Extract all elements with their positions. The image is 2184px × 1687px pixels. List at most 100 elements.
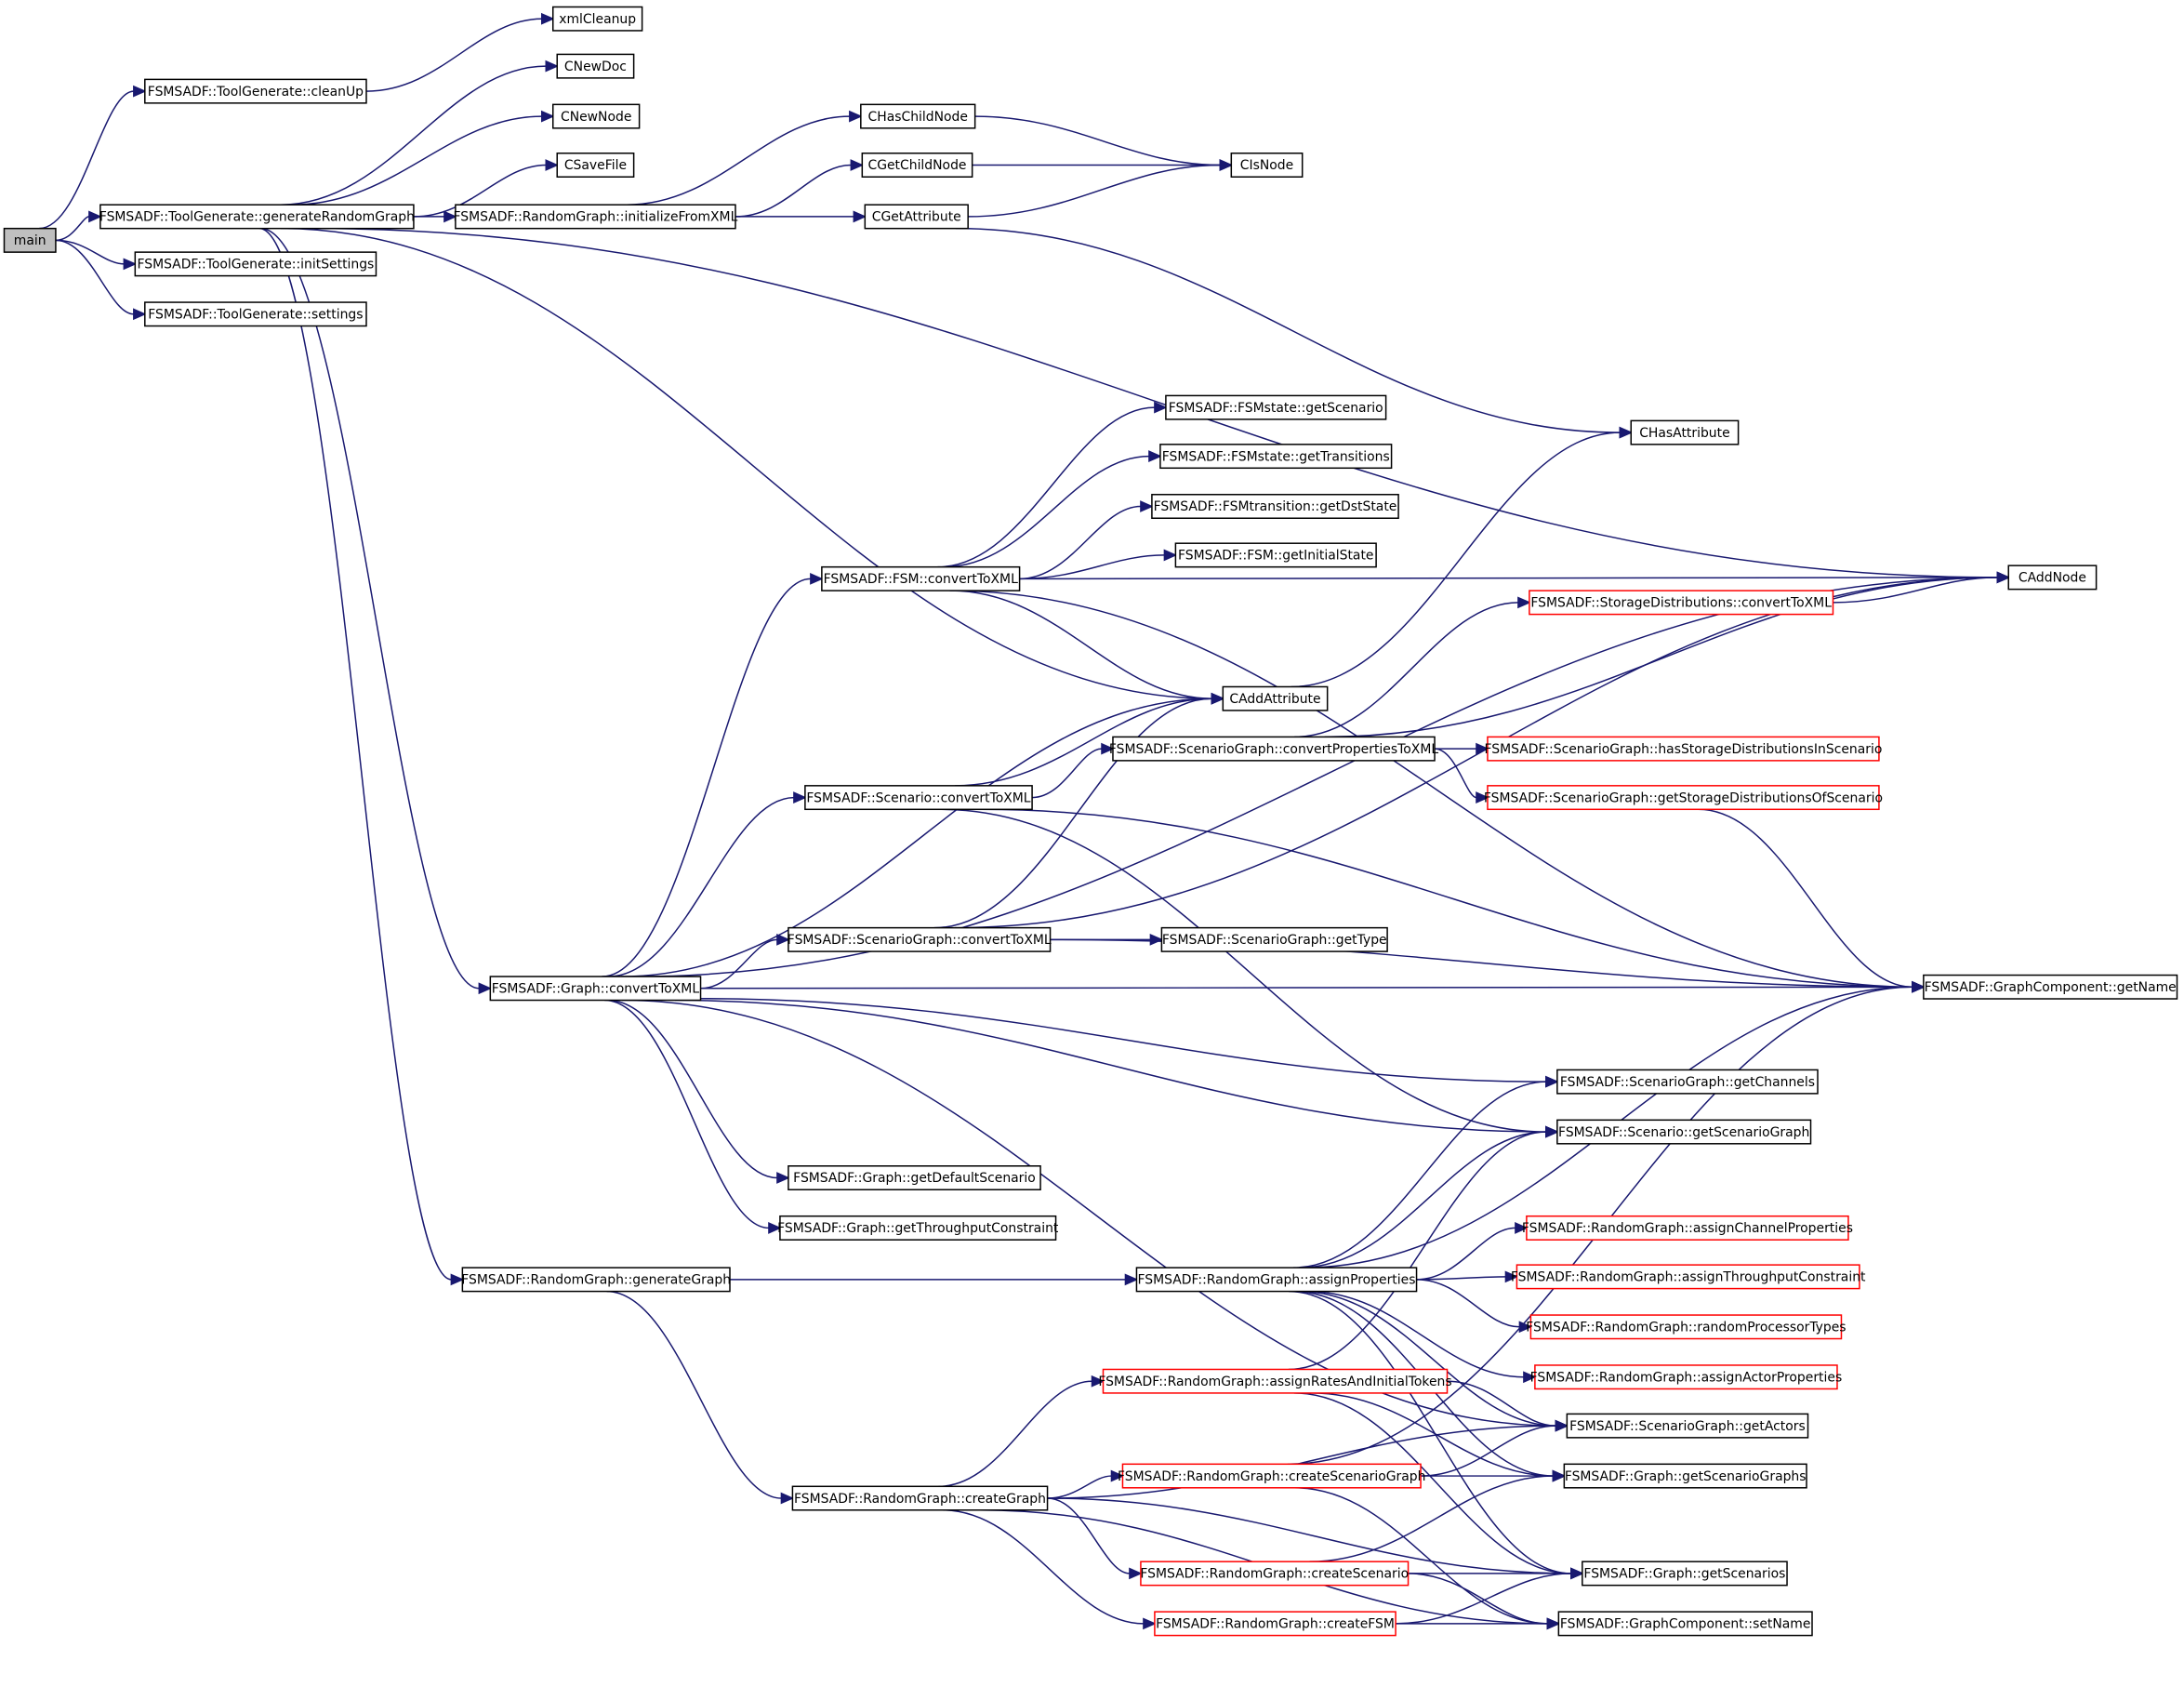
node-box[interactable] <box>804 785 1033 811</box>
node-box[interactable] <box>861 153 973 178</box>
node-create-fsm[interactable]: FSMSADF::RandomGraph::createFSM <box>1154 1611 1396 1637</box>
node-get-name[interactable]: FSMSADF::GraphComponent::getName <box>1923 974 2178 1000</box>
node-box[interactable] <box>1487 785 1880 811</box>
node-set-name[interactable]: FSMSADF::GraphComponent::setName <box>1557 1611 1813 1637</box>
node-box[interactable] <box>1526 1215 1849 1241</box>
node-fsmconvert-to-xml[interactable]: FSMSADF::FSM::convertToXML <box>821 565 1021 591</box>
node-get-scenario-graphs[interactable]: FSMSADF::Graph::getScenarioGraphs <box>1563 1463 1807 1489</box>
node-box[interactable] <box>1102 1368 1449 1394</box>
node-get-initial-state[interactable]: FSMSADF::FSM::getInitialState <box>1174 542 1377 568</box>
node-box[interactable] <box>1121 1463 1422 1489</box>
node-box[interactable] <box>1516 1264 1860 1290</box>
node-box[interactable] <box>489 976 702 1002</box>
node-box[interactable] <box>821 565 1021 591</box>
node-box[interactable] <box>1222 685 1329 711</box>
node-chas-attribute[interactable]: CHasAttribute <box>1630 419 1740 445</box>
node-get-throughput-constraint[interactable]: FSMSADF::Graph::getThroughputConstraint <box>777 1215 1059 1241</box>
node-box[interactable] <box>788 926 1052 952</box>
node-box[interactable] <box>1557 1611 1813 1637</box>
node-generate-random-graph[interactable]: FSMSADF::ToolGenerate::generateRandomGra… <box>99 204 415 230</box>
node-box[interactable] <box>99 204 415 230</box>
node-assign-properties[interactable]: FSMSADF::RandomGraph::assignProperties <box>1135 1267 1418 1293</box>
node-scenario-convert-to-xml[interactable]: FSMSADF::Scenario::convertToXML <box>804 785 1033 811</box>
node-graph-convert-to-xml[interactable]: FSMSADF::Graph::convertToXML <box>489 976 702 1002</box>
node-cget-child-node[interactable]: CGetChildNode <box>861 153 973 178</box>
node-box[interactable] <box>1487 736 1880 762</box>
node-box[interactable] <box>1566 1413 1809 1439</box>
node-cis-node[interactable]: CIsNode <box>1230 153 1304 178</box>
node-assign-channel-properties[interactable]: FSMSADF::RandomGraph::assignChannelPrope… <box>1522 1215 1853 1241</box>
node-cnew-doc[interactable]: CNewDoc <box>556 53 635 79</box>
node-box[interactable] <box>1135 1267 1418 1293</box>
node-fsmget-scenario[interactable]: FSMSADF::FSMstate::getScenario <box>1165 394 1387 420</box>
node-generate-graph[interactable]: FSMSADF::RandomGraph::generateGraph <box>461 1267 731 1293</box>
node-box[interactable] <box>556 153 635 178</box>
node-create-scenario[interactable]: FSMSADF::RandomGraph::createScenario <box>1140 1561 1410 1587</box>
node-get-scenarios[interactable]: FSMSADF::Graph::getScenarios <box>1582 1561 1788 1587</box>
node-box[interactable] <box>1534 1364 1838 1390</box>
node-box[interactable] <box>860 103 976 129</box>
node-box[interactable] <box>1151 494 1399 519</box>
node-get-dst-state[interactable]: FSMSADF::FSMtransition::getDstState <box>1151 494 1399 519</box>
node-xml-cleanup[interactable]: xmlCleanup <box>551 6 643 32</box>
node-cadd-attribute[interactable]: CAddAttribute <box>1222 685 1329 711</box>
node-storage-convert-to-xml[interactable]: FSMSADF::StorageDistributions::convertTo… <box>1529 590 1834 616</box>
node-box[interactable] <box>1923 974 2178 1000</box>
node-box[interactable] <box>551 103 641 129</box>
node-get-default-scenario[interactable]: FSMSADF::Graph::getDefaultScenario <box>788 1165 1041 1190</box>
node-box[interactable] <box>788 1165 1041 1190</box>
node-box[interactable] <box>1112 736 1436 762</box>
node-assign-actor-properties[interactable]: FSMSADF::RandomGraph::assignActorPropert… <box>1530 1364 1843 1390</box>
node-create-graph[interactable]: FSMSADF::RandomGraph::createGraph <box>791 1485 1049 1511</box>
node-box[interactable] <box>1582 1561 1788 1587</box>
node-assign-rates-and-initial-tokens[interactable]: FSMSADF::RandomGraph::assignRatesAndInit… <box>1098 1368 1452 1394</box>
node-random-processor-types[interactable]: FSMSADF::RandomGraph::randomProcessorTyp… <box>1526 1314 1846 1340</box>
node-box[interactable] <box>144 301 367 327</box>
node-box[interactable] <box>779 1215 1057 1241</box>
node-box[interactable] <box>791 1485 1049 1511</box>
node-box[interactable] <box>144 78 367 104</box>
node-box[interactable] <box>3 227 57 253</box>
node-get-actors[interactable]: FSMSADF::ScenarioGraph::getActors <box>1566 1413 1809 1439</box>
node-cnew-node[interactable]: CNewNode <box>551 103 641 129</box>
node-box[interactable] <box>551 6 643 32</box>
node-fsmget-transitions[interactable]: FSMSADF::FSMstate::getTransitions <box>1159 444 1393 470</box>
node-clean-up[interactable]: FSMSADF::ToolGenerate::cleanUp <box>144 78 367 104</box>
node-box[interactable] <box>1160 926 1388 952</box>
node-box[interactable] <box>1556 1069 1819 1095</box>
node-box[interactable] <box>1165 394 1387 420</box>
node-box[interactable] <box>1230 153 1304 178</box>
node-get-channels[interactable]: FSMSADF::ScenarioGraph::getChannels <box>1556 1069 1819 1095</box>
node-csave-file[interactable]: CSaveFile <box>556 153 635 178</box>
node-box[interactable] <box>1529 590 1834 616</box>
node-convert-properties-to-xml[interactable]: FSMSADF::ScenarioGraph::convertPropertie… <box>1109 736 1438 762</box>
node-cget-attribute[interactable]: CGetAttribute <box>864 204 969 230</box>
node-settings[interactable]: FSMSADF::ToolGenerate::settings <box>144 301 367 327</box>
node-box[interactable] <box>864 204 969 230</box>
node-box[interactable] <box>556 53 635 79</box>
node-box[interactable] <box>1140 1561 1410 1587</box>
node-chas-child-node[interactable]: CHasChildNode <box>860 103 976 129</box>
node-box[interactable] <box>1563 1463 1807 1489</box>
node-main[interactable]: main <box>3 227 57 253</box>
node-get-storage-distributions-of-scenario[interactable]: FSMSADF::ScenarioGraph::getStorageDistri… <box>1484 785 1883 811</box>
node-box[interactable] <box>1630 419 1740 445</box>
node-sgconvert-to-xml[interactable]: FSMSADF::ScenarioGraph::convertToXML <box>788 926 1052 952</box>
node-initialize-from-xml[interactable]: FSMSADF::RandomGraph::initializeFromXML <box>454 204 738 230</box>
node-box[interactable] <box>1154 1611 1396 1637</box>
node-create-scenario-graph[interactable]: FSMSADF::RandomGraph::createScenarioGrap… <box>1118 1463 1425 1489</box>
node-cadd-node[interactable]: CAddNode <box>2007 565 2098 591</box>
node-box[interactable] <box>1159 444 1393 470</box>
node-box[interactable] <box>461 1267 731 1293</box>
node-get-scenario-graph[interactable]: FSMSADF::Scenario::getScenarioGraph <box>1556 1119 1812 1145</box>
node-has-storage-distributions-in-scenario[interactable]: FSMSADF::ScenarioGraph::hasStorageDistri… <box>1484 736 1882 762</box>
node-assign-throughput-constraint[interactable]: FSMSADF::RandomGraph::assignThroughputCo… <box>1511 1264 1866 1290</box>
node-init-settings[interactable]: FSMSADF::ToolGenerate::initSettings <box>134 251 377 277</box>
node-box[interactable] <box>1529 1314 1843 1340</box>
node-box[interactable] <box>1174 542 1377 568</box>
node-sgget-type[interactable]: FSMSADF::ScenarioGraph::getType <box>1160 926 1388 952</box>
node-box[interactable] <box>134 251 377 277</box>
node-box[interactable] <box>455 204 736 230</box>
node-box[interactable] <box>2007 565 2098 591</box>
node-box[interactable] <box>1556 1119 1812 1145</box>
